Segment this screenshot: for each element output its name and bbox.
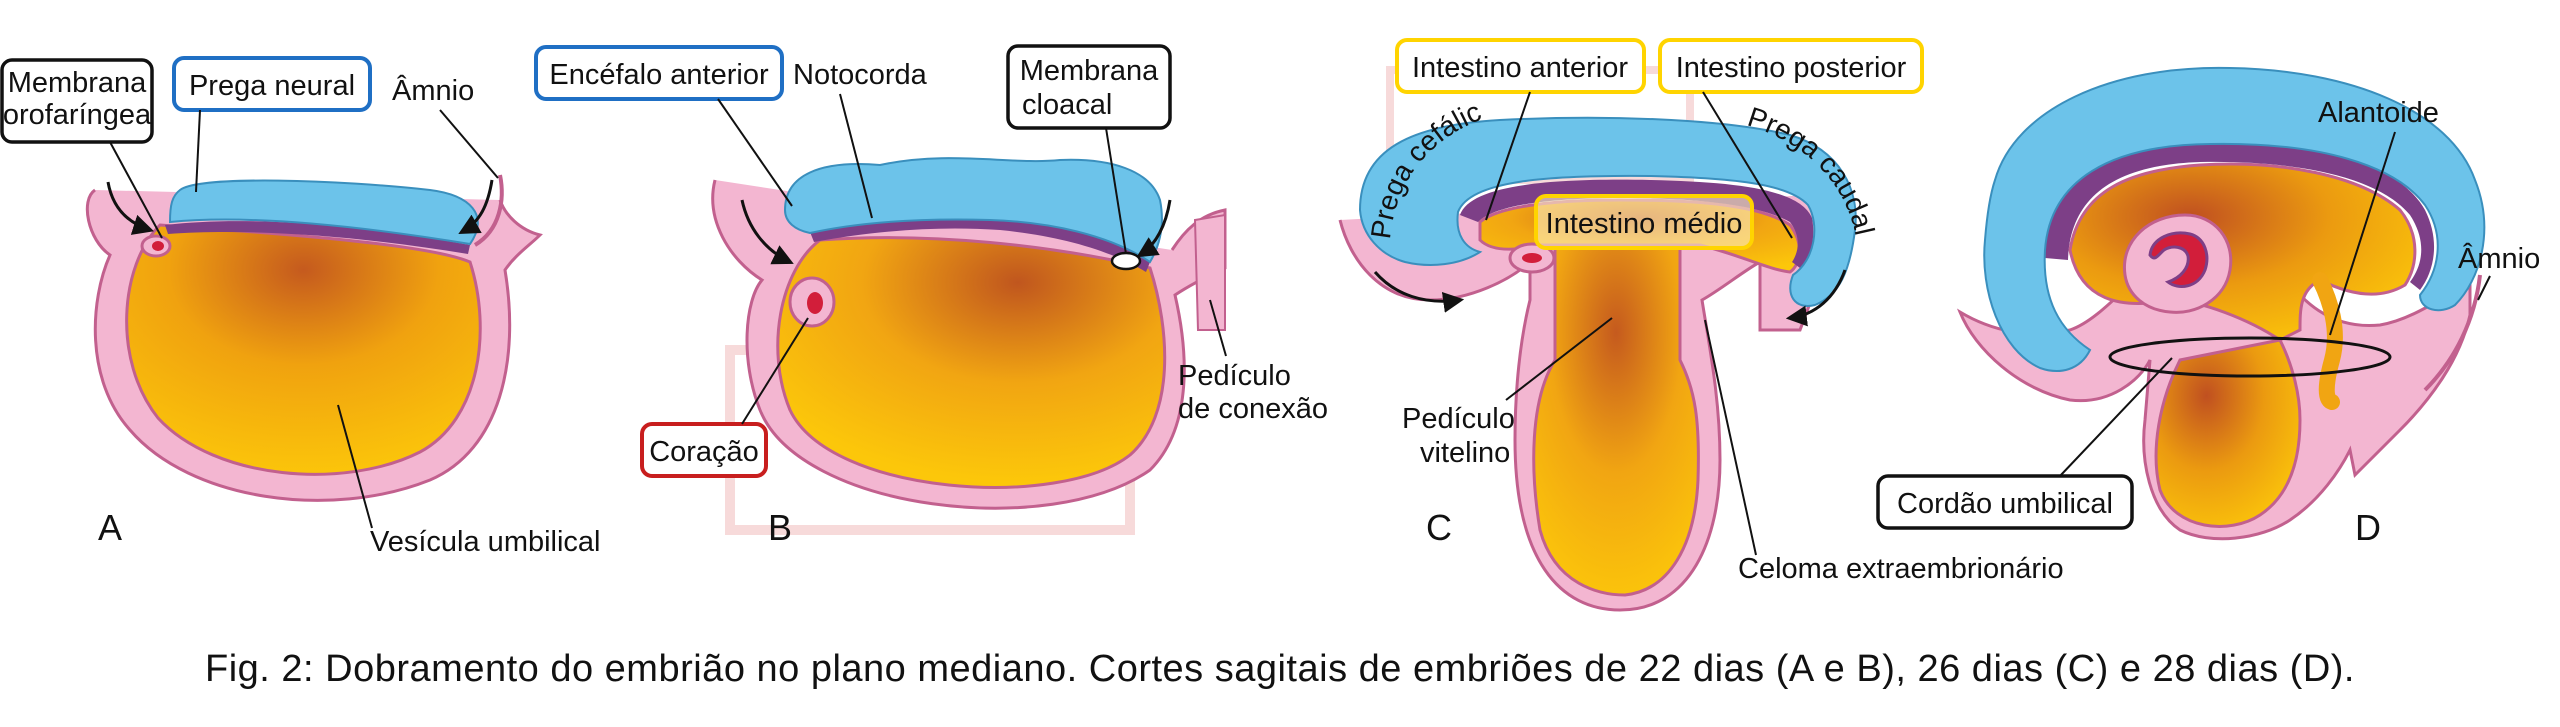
- panel-c-pediculo-leader: [1505, 317, 1613, 401]
- panel-d-cordao-box: [1876, 474, 2134, 530]
- panel-c-fold-arrow-left: [1373, 271, 1465, 313]
- panel-d: Alantoide Âmnio Cordão umbilical D: [1876, 66, 2540, 548]
- panel-d-heart-outer: [2122, 213, 2233, 314]
- panel-a-vesicula-label: Vesícula umbilical: [370, 526, 601, 558]
- panel-a-orofaringea-line2: orofaríngea: [3, 99, 152, 131]
- panel-a-amnion-strand: [473, 174, 504, 247]
- panel-a-orofaringea-line1: Membrana: [8, 67, 147, 99]
- panel-b: Encéfalo anterior Notocorda Membrana clo…: [534, 44, 1328, 548]
- panel-c-intestino-posterior-box: [1658, 38, 1924, 94]
- panel-a-amnio-leader: [439, 109, 499, 179]
- panel-b-encefalo-label: Encéfalo anterior: [549, 59, 769, 91]
- panel-d-amnio-label: Âmnio: [2458, 242, 2540, 275]
- figure-caption: Fig. 2: Dobramento do embrião no plano m…: [205, 648, 2355, 690]
- panel-d-allantois: [2312, 272, 2343, 410]
- panel-c-intestino-medio-label: Intestino médio: [1546, 208, 1743, 240]
- panel-b-coracao-label: Coração: [649, 436, 759, 468]
- panel-c-intestino-posterior-label: Intestino posterior: [1676, 52, 1907, 84]
- panel-a-fold-arrow-left: [106, 181, 154, 235]
- panel-d-alantoide-leader: [2329, 131, 2396, 336]
- panel-c-intestino-posterior-leader: [1702, 91, 1793, 239]
- panel-c-celoma-label: Celoma extraembrionário: [1738, 553, 2064, 585]
- panel-d-letter: D: [2355, 507, 2381, 548]
- panel-d-cordao-label: Cordão umbilical: [1897, 488, 2113, 520]
- panel-d-umbilical-ring: [2108, 336, 2392, 378]
- panel-a-ectoderm: [168, 179, 479, 246]
- panel-a-orofaringea-leader: [109, 141, 163, 239]
- panel-b-encefalo-leader: [717, 98, 793, 207]
- panel-d-heart: [2148, 231, 2209, 288]
- panel-a-amnio-label: Âmnio: [392, 74, 474, 107]
- panel-a-orofaringea-box: [0, 58, 154, 144]
- panel-d-amnio-leader: [2477, 275, 2491, 301]
- panel-b-letter: B: [768, 507, 792, 548]
- panel-a-prega-neural-box: [172, 56, 372, 112]
- panel-a-prega-neural-leader: [195, 109, 201, 193]
- panel-d-ectoderm: [1983, 66, 2486, 372]
- panel-a-neural-layer: [165, 221, 470, 254]
- panel-c-intestino-anterior-label: Intestino anterior: [1412, 52, 1628, 84]
- panel-b-fold-arrow-right: [1136, 199, 1172, 258]
- panel-b-notocorda-leader: [839, 93, 873, 219]
- panel-b-pediculo-line2: de conexão: [1178, 393, 1328, 425]
- panel-c-letter: C: [1426, 507, 1452, 548]
- panel-b-yolk-sac: [776, 236, 1167, 489]
- panel-c-celoma-leader: [1704, 319, 1757, 556]
- panel-a: Membrana orofaríngea Prega neural Âmnio …: [0, 56, 601, 558]
- panel-a-vesicula-leader: [337, 404, 373, 529]
- panel-b-encefalo-box: [534, 45, 784, 101]
- panel-a-fold-arrow-right: [458, 179, 494, 235]
- panel-a-yolk-sac: [125, 223, 482, 476]
- panel-b-cloacal-line1: Membrana: [1020, 55, 1159, 87]
- panel-b-coracao-box: [640, 422, 768, 478]
- panel-b-cloacal-box: [1006, 44, 1172, 130]
- panel-b-coracao-leader: [741, 317, 809, 425]
- panel-b-pediculo-leader: [1209, 299, 1227, 357]
- panel-d-cordao-leader: [2059, 357, 2173, 477]
- panel-d-alantoide-label: Alantoide: [2318, 97, 2439, 129]
- panel-c-intestino-anterior-leader: [1485, 91, 1531, 221]
- panel-c-pediculo-line1: Pedículo: [1402, 403, 1515, 435]
- panel-b-cloacal-membrane: [1110, 251, 1142, 271]
- panel-c-yolk-stalk: [1532, 243, 1700, 597]
- panel-c-fold-arrow-right: [1785, 269, 1847, 327]
- panel-c-intestino-anterior-box: [1395, 38, 1646, 94]
- panel-d-amnion-strand: [2423, 274, 2482, 392]
- panel-b-neural-layer: [810, 215, 1150, 272]
- panel-a-letter: A: [98, 507, 122, 548]
- panel-b-cloacal-line2: cloacal: [1022, 89, 1112, 121]
- panel-c-ectoderm: [1358, 116, 1857, 307]
- panel-c-pediculo-line2: vitelino: [1420, 437, 1510, 469]
- panel-d-yolk-stalk: [2154, 338, 2302, 528]
- panel-a-prega-neural-label: Prega neural: [189, 70, 355, 102]
- panel-b-cloacal-leader: [1105, 127, 1127, 255]
- panel-b-notocorda-label: Notocorda: [793, 59, 928, 91]
- panel-b-connecting-stalk: [1193, 213, 1226, 331]
- panel-b-pediculo-line1: Pedículo: [1178, 360, 1291, 392]
- panel-c-intestino-medio-box: [1534, 194, 1754, 250]
- panel-b-fold-arrow-left: [740, 199, 794, 265]
